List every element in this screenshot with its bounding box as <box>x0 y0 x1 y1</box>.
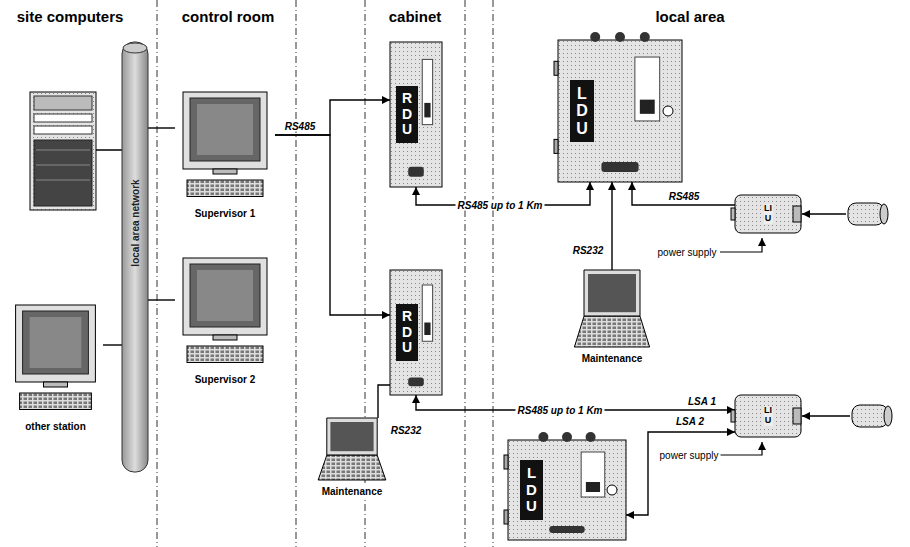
device-caption: other station <box>23 420 88 433</box>
supply-label: power supply <box>658 450 721 461</box>
signal-label: RS485 <box>283 121 318 132</box>
connector <box>611 182 612 270</box>
supply-label: power supply <box>656 247 719 258</box>
supervisor-station: Supervisor 2 <box>175 258 275 386</box>
device-caption: Maintenance <box>320 485 385 498</box>
signal-label: RS485 up to 1 Km <box>515 405 604 416</box>
maintenance-laptop: Maintenance <box>572 270 652 365</box>
bus-label: local area network <box>130 179 141 266</box>
connector <box>626 432 735 515</box>
signal-label: RS232 <box>389 425 424 436</box>
signal-label: LSA 2 <box>674 416 706 427</box>
unit-label: LDU <box>520 460 543 520</box>
site-computer-tower <box>30 92 122 210</box>
column-separators <box>157 0 493 547</box>
maintenance-laptop-drawing <box>572 270 652 365</box>
connector <box>378 385 390 418</box>
signal-label: RS485 <box>667 191 702 202</box>
maintenance-laptop: Maintenance <box>316 418 388 498</box>
device-caption: Maintenance <box>580 352 645 365</box>
supervisor-station-drawing <box>175 258 275 386</box>
rdu-unit: RDU <box>390 270 442 395</box>
line-name: LSA 1 <box>686 396 718 407</box>
signal-label: RS485 up to 1 Km <box>455 200 544 211</box>
device-caption: Supervisor 1 <box>193 207 258 220</box>
workstation-drawing <box>8 305 103 433</box>
unit-label: LIU <box>764 406 773 426</box>
unit-label: RDU <box>396 86 418 142</box>
connector <box>103 344 122 345</box>
camera <box>802 203 892 427</box>
workstation: other station <box>8 305 103 433</box>
connector <box>275 135 390 315</box>
rdu-unit: RDU <box>390 42 442 187</box>
liu-unit: LIU <box>735 392 801 440</box>
column-heading: site computers <box>15 8 126 25</box>
ldu-unit: LDU <box>508 440 626 540</box>
connector <box>632 182 735 205</box>
signal-label: RS232 <box>571 245 606 256</box>
supervisor-station-drawing <box>175 92 275 220</box>
column-heading: local area <box>653 8 726 25</box>
network-bus: local area network <box>122 42 148 472</box>
column-heading: cabinet <box>387 8 444 25</box>
connector <box>148 299 175 300</box>
device-caption: Supervisor 2 <box>193 373 258 386</box>
supervisor-station: Supervisor 1 <box>175 92 275 220</box>
unit-label: LDU <box>570 80 594 143</box>
unit-label: LIU <box>764 204 773 224</box>
unit-label: RDU <box>396 304 418 360</box>
ldu-unit: LDU <box>558 40 682 182</box>
connector <box>275 100 390 135</box>
connector <box>148 127 175 128</box>
liu-unit: LIU <box>735 192 801 236</box>
column-heading: control room <box>180 8 277 25</box>
